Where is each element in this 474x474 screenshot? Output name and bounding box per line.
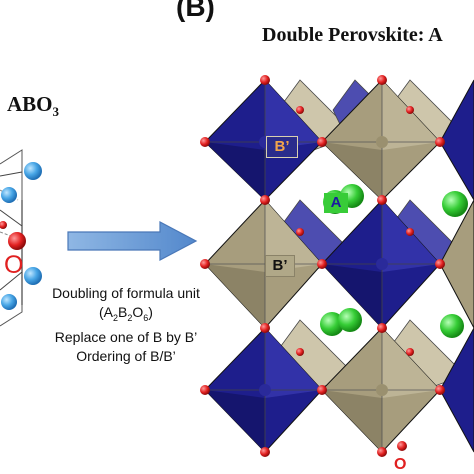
bprime-cation (376, 136, 388, 148)
formula-sub-a: 2 (113, 312, 119, 323)
a-site-cation (338, 308, 362, 332)
double-perovskite-structure (200, 75, 474, 457)
formula-sub-o: 6 (143, 312, 149, 323)
formula-sub-b: 2 (127, 312, 133, 323)
abo3-formula: ABO3 (7, 92, 59, 120)
b-cation (376, 258, 388, 270)
b-octahedron (439, 79, 474, 201)
caption-formula: (A2B2O6) (44, 303, 208, 328)
bprime-site-tag: B’ (266, 136, 298, 158)
oxygen-atom (0, 221, 7, 229)
a-site-tag: A (324, 193, 348, 213)
transformation-caption: Doubling of formula unit (A2B2O6) Replac… (44, 284, 208, 366)
a-site-atom (24, 162, 42, 180)
oxygen-anions (200, 75, 445, 457)
formula-o: O (132, 304, 144, 320)
a-site-atom (1, 294, 17, 310)
formula-b: B (118, 304, 128, 320)
abo3-unit-cell (0, 149, 42, 327)
caption-line-3: Replace one of B by B’ (54, 328, 198, 345)
formula-open: (A (99, 304, 114, 320)
panel-label: (B) (176, 0, 215, 22)
structure-title: Double Perovskite: A (262, 24, 443, 46)
transformation-arrow (67, 221, 198, 261)
formula-subscript: 3 (52, 104, 60, 120)
bprime-octahedron (439, 199, 474, 329)
bprime-site-tag: B’ (265, 255, 295, 277)
a-site-cation (442, 191, 468, 217)
formula-main: ABO (7, 92, 53, 116)
oxygen-label-bottom: O (394, 456, 407, 473)
a-site-atom (1, 187, 17, 203)
oxygen-label: O (4, 251, 24, 279)
caption-line-1: Doubling of formula unit (52, 285, 200, 301)
a-site-cation (320, 312, 344, 336)
a-site-cation (440, 314, 464, 338)
b-cation (259, 384, 271, 396)
b-octahedron (439, 327, 474, 453)
formula-close: ) (148, 304, 153, 320)
oxygen-atom (8, 232, 26, 250)
a-site-atom (24, 267, 42, 285)
bprime-cation (376, 384, 388, 396)
caption-line-4: Ordering of B/B’ (76, 347, 176, 364)
